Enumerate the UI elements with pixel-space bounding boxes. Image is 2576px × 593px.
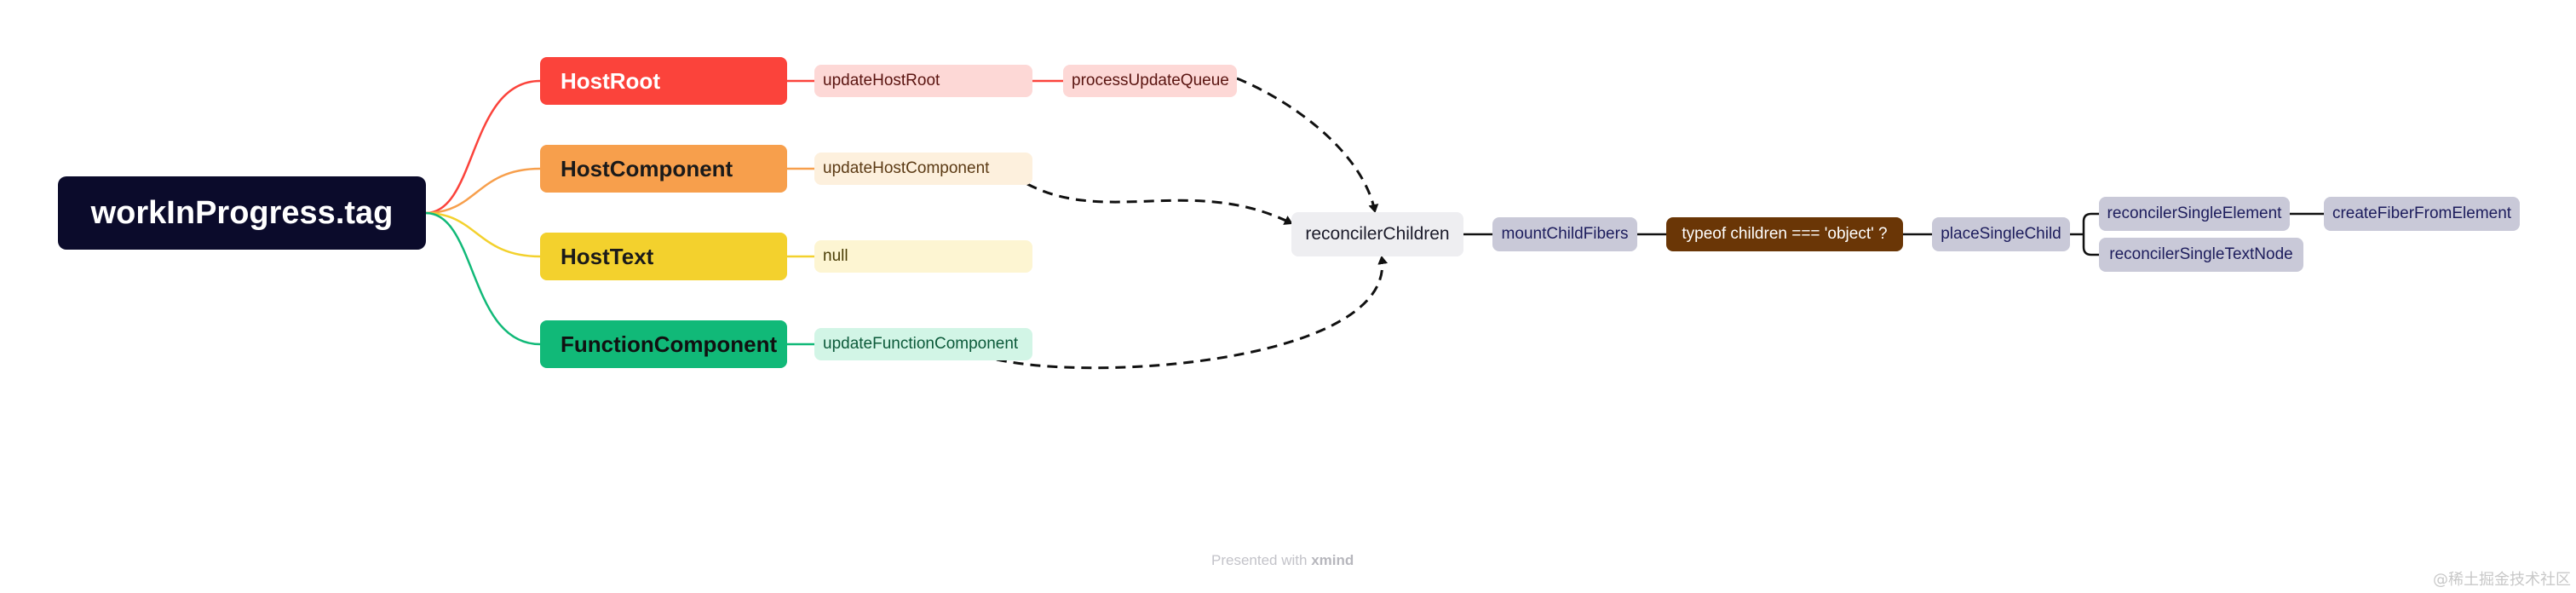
leaf-update-host-root[interactable]: updateHostRoot bbox=[814, 65, 1032, 97]
footer-prefix: Presented with bbox=[1211, 552, 1308, 568]
leaf-null[interactable]: null bbox=[814, 240, 1032, 273]
leaf-process-update-queue[interactable]: processUpdateQueue bbox=[1063, 65, 1237, 97]
branch-hostcomponent[interactable]: HostComponent bbox=[540, 145, 787, 193]
xmind-brand: xmind bbox=[1311, 552, 1354, 568]
edge-root-hosttext bbox=[425, 211, 541, 258]
branch-hosttext[interactable]: HostText bbox=[540, 233, 787, 280]
node-mount-child-fibers[interactable]: mountChildFibers bbox=[1492, 217, 1637, 251]
presented-with-footer: Presented with xmind bbox=[1211, 552, 1354, 569]
branch-functioncomponent[interactable]: FunctionComponent bbox=[540, 320, 787, 368]
leaf-update-function-component[interactable]: updateFunctionComponent bbox=[814, 328, 1032, 360]
node-reconciler-children[interactable]: reconcilerChildren bbox=[1291, 212, 1463, 256]
edge-root-hostcomponent bbox=[425, 167, 541, 215]
dashed-arrow-hostcomponent-to-reconciler bbox=[1026, 182, 1293, 225]
edge-root-hostroot bbox=[425, 79, 541, 215]
leaf-update-host-component[interactable]: updateHostComponent bbox=[814, 153, 1032, 185]
dashed-arrow-function-to-reconciler bbox=[996, 256, 1389, 370]
node-typeof-check[interactable]: typeof children === 'object' ? bbox=[1666, 217, 1903, 251]
node-reconciler-single-text-node[interactable]: reconcilerSingleTextNode bbox=[2099, 238, 2303, 272]
node-create-fiber-from-element[interactable]: createFiberFromElement bbox=[2324, 197, 2520, 231]
node-place-single-child[interactable]: placeSingleChild bbox=[1932, 217, 2070, 251]
edge-root-functioncomponent bbox=[425, 211, 541, 346]
root-node-workinprogress-tag[interactable]: workInProgress.tag bbox=[58, 176, 426, 250]
node-reconciler-single-element[interactable]: reconcilerSingleElement bbox=[2099, 197, 2290, 231]
branch-hostroot[interactable]: HostRoot bbox=[540, 57, 787, 105]
watermark: @稀土掘金技术社区 bbox=[2433, 571, 2571, 589]
edge-place-split bbox=[2070, 212, 2099, 256]
dashed-arrow-process-to-reconciler bbox=[1236, 77, 1379, 213]
